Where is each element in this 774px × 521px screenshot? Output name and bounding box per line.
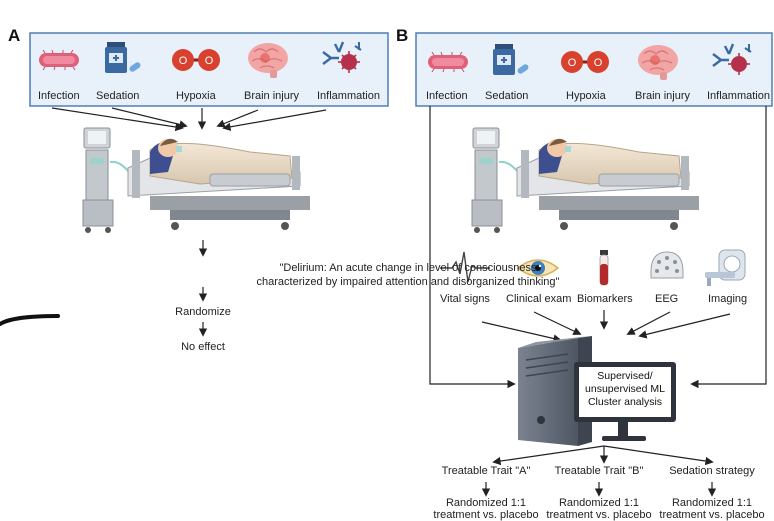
panel-b-letter: B xyxy=(396,26,409,45)
factor-label-brain-injury: Brain injury xyxy=(635,90,691,102)
outcome-sedation-strategy: Sedation strategy xyxy=(669,465,755,477)
result-line: Randomized 1:1 xyxy=(671,497,753,509)
oxygen-molecule-icon: O O xyxy=(172,49,220,71)
factor-label-inflammation: Inflammation xyxy=(707,90,770,102)
factor-label-sedation: Sedation xyxy=(485,90,529,102)
result-line: treatment vs. placebo xyxy=(659,509,765,521)
outcome-trait-a: Treatable Trait "A" xyxy=(441,465,531,477)
ecg-waveform-icon xyxy=(440,251,490,283)
delirium-definition: "Delirium: An acute change in level of c… xyxy=(236,261,580,289)
computer-icon xyxy=(518,336,676,446)
icu-patient-scene xyxy=(471,127,699,233)
svg-text:O: O xyxy=(205,55,214,67)
brain-icon xyxy=(638,45,678,80)
oxygen-molecule-icon: O O xyxy=(561,51,609,73)
measure-label-biomarkers: Biomarkers xyxy=(577,293,633,305)
result-line: treatment vs. placebo xyxy=(433,509,539,521)
immune-cells-icon xyxy=(322,41,362,73)
definition-line: "Delirium: An acute change in level of c… xyxy=(279,262,537,274)
factor-label-hypoxia: Hypoxia xyxy=(176,90,216,102)
blood-tube-icon xyxy=(599,250,609,286)
definition-line: characterized by impaired attention and … xyxy=(256,276,560,288)
measure-label-clinical-exam: Clinical exam xyxy=(506,293,572,305)
result-line: treatment vs. placebo xyxy=(546,509,652,521)
outcome-trait-b: Treatable Trait "B" xyxy=(554,465,644,477)
svg-text:O: O xyxy=(594,57,603,69)
panel-a-factor-arrows xyxy=(51,107,327,132)
mri-scanner-icon xyxy=(705,249,746,286)
analysis-line: Cluster analysis xyxy=(587,396,663,408)
panel-b-measurement-arrows xyxy=(481,310,731,343)
panel-b-outcome-arrows xyxy=(481,445,717,497)
medication-icon xyxy=(493,44,529,75)
factor-label-infection: Infection xyxy=(426,90,468,102)
analysis-line: Supervised/ xyxy=(597,370,653,382)
factor-label-inflammation: Inflammation xyxy=(317,90,380,102)
brain-icon xyxy=(248,43,288,78)
svg-text:O: O xyxy=(179,55,188,67)
analysis-label: Supervised/ unsupervised ML Cluster anal… xyxy=(582,370,668,418)
eye-icon xyxy=(516,259,560,277)
factor-label-brain-injury: Brain injury xyxy=(244,90,300,102)
immune-cells-icon xyxy=(712,43,752,75)
result-line: Randomized 1:1 xyxy=(445,497,527,509)
decorative-stroke xyxy=(0,314,60,326)
svg-text:O: O xyxy=(568,57,577,69)
result-trait-b: Randomized 1:1 treatment vs. placebo xyxy=(539,497,659,521)
icu-patient-scene xyxy=(82,127,310,233)
result-line: Randomized 1:1 xyxy=(558,497,640,509)
measure-label-eeg: EEG xyxy=(655,293,679,305)
result-sedation-strategy: Randomized 1:1 treatment vs. placebo xyxy=(652,497,772,521)
factor-label-infection: Infection xyxy=(38,90,80,102)
panel-b-side-connectors xyxy=(429,106,767,389)
step-randomize: Randomize xyxy=(175,306,231,318)
bacteria-icon xyxy=(428,51,468,73)
eeg-cap-icon xyxy=(650,251,684,279)
panel-a-letter: A xyxy=(8,26,21,45)
result-trait-a: Randomized 1:1 treatment vs. placebo xyxy=(426,497,546,521)
analysis-line: unsupervised ML xyxy=(585,383,665,395)
measure-label-imaging: Imaging xyxy=(708,293,748,305)
measure-label-vital-signs: Vital signs xyxy=(440,293,490,305)
bacteria-icon xyxy=(39,49,79,71)
step-no-effect: No effect xyxy=(181,341,225,353)
factor-label-hypoxia: Hypoxia xyxy=(566,90,606,102)
medication-icon xyxy=(105,42,141,73)
factor-label-sedation: Sedation xyxy=(96,90,140,102)
